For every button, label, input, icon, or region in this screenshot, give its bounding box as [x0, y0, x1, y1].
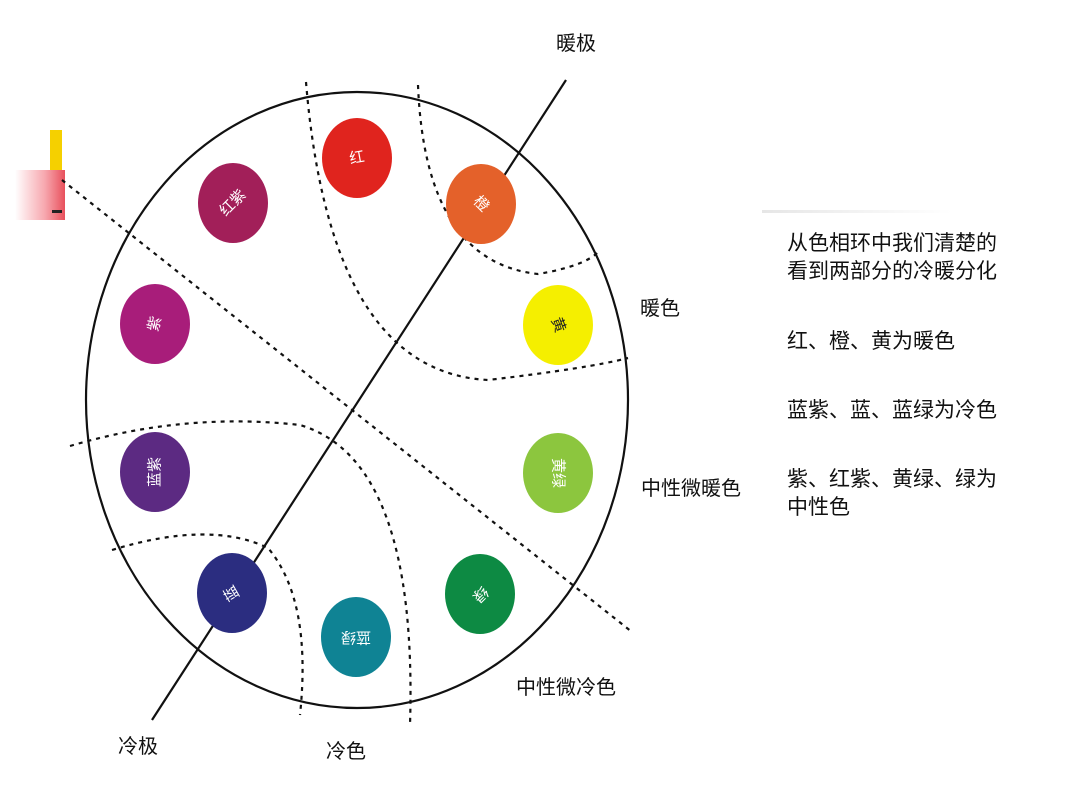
arc-warm-outer — [304, 81, 629, 382]
swatch-red-violet: 红紫 — [198, 163, 268, 243]
swatch-blue-green-label: 蓝绿 — [341, 629, 371, 647]
swatch-green-disc — [445, 554, 515, 634]
arc-cold-outer — [69, 420, 412, 726]
swatch-blue: 蓝 — [197, 553, 267, 633]
swatch-violet-label: 紫 — [144, 314, 165, 333]
label-warm-pole: 暖极 — [556, 31, 596, 55]
swatch-blue-green-disc — [321, 597, 391, 677]
label-cold: 冷色 — [326, 739, 366, 763]
label-neutral-cold: 中性微冷色 — [516, 675, 616, 699]
swatch-red-violet-disc — [198, 163, 268, 243]
swatch-green: 绿 — [445, 554, 515, 634]
note-line-1: 从色相环中我们清楚的 — [787, 231, 997, 255]
note-warm-colors: 红、橙、黄为暖色 — [787, 329, 955, 353]
swatch-blue-green: 蓝绿 — [321, 597, 391, 677]
arc-warm-inner — [416, 84, 599, 276]
swatch-blue-violet: 蓝紫 — [120, 432, 190, 512]
swatch-yellow-label: 黄 — [547, 315, 569, 335]
wheel-outline — [84, 90, 630, 710]
swatch-yellow-green-label: 黄绿 — [550, 458, 568, 488]
swatch-blue-violet-label: 蓝紫 — [146, 457, 164, 487]
swatch-yellow-disc — [523, 285, 593, 365]
swatch-blue-violet-disc — [120, 432, 190, 512]
swatch-yellow-green-disc — [523, 433, 593, 513]
label-neutral-warm: 中性微暖色 — [641, 476, 741, 500]
swatch-yellow: 黄 — [523, 285, 593, 365]
label-cold-pole: 冷极 — [118, 734, 158, 758]
notes-divider — [762, 210, 952, 213]
note-neutral-line-2: 中性色 — [787, 495, 850, 519]
note-cold-colors: 蓝紫、蓝、蓝绿为冷色 — [787, 398, 997, 422]
swatch-violet: 紫 — [120, 284, 190, 364]
accent-bar-yellow — [50, 130, 62, 175]
swatch-yellow-green: 黄绿 — [523, 433, 593, 513]
note-line-2: 看到两部分的冷暖分化 — [787, 259, 997, 283]
swatch-red-label: 红 — [348, 147, 366, 167]
swatch-violet-disc — [120, 284, 190, 364]
swatch-blue-disc — [197, 553, 267, 633]
note-neutral-line-1: 紫、红紫、黄绿、绿为 — [787, 467, 997, 491]
accent-dash — [52, 210, 62, 213]
swatch-red-disc — [322, 118, 392, 198]
divider-neutral-diagonal — [61, 179, 633, 633]
swatch-red: 红 — [322, 118, 392, 198]
arc-cold-inner — [111, 533, 304, 716]
label-warm: 暖色 — [640, 296, 680, 320]
swatch-orange-disc — [446, 164, 516, 244]
swatch-orange: 橙 — [446, 164, 516, 244]
